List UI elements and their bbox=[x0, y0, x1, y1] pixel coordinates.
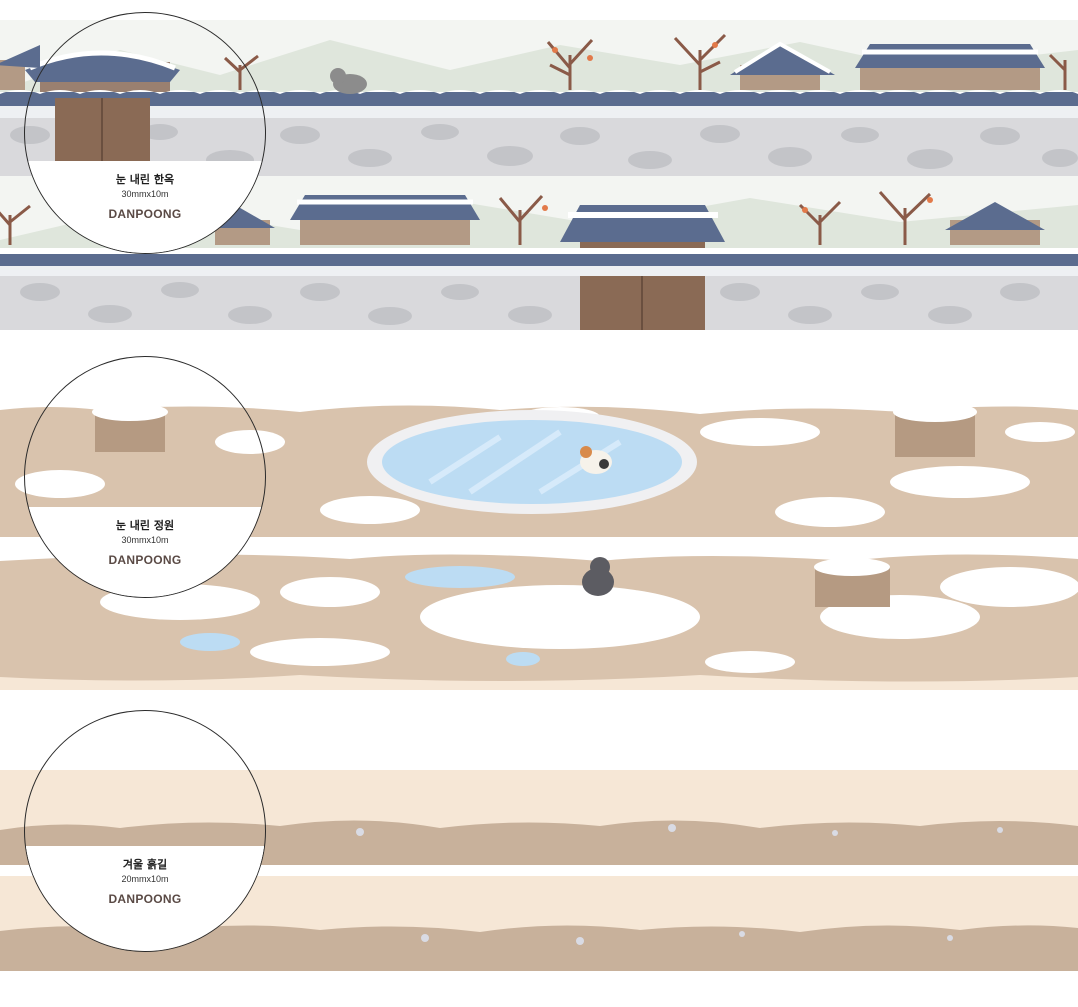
tape-size: 30mmx10m bbox=[121, 535, 169, 545]
hanok-strip-bottom bbox=[0, 180, 1078, 330]
brand-logo: DANPOONG bbox=[108, 892, 182, 906]
brand-logo: DANPOONG bbox=[108, 207, 182, 221]
tape-name: 눈 내린 한옥 bbox=[115, 173, 175, 186]
tape-name: 눈 내린 정원 bbox=[115, 519, 175, 532]
tape-label-panel: 눈 내린 정원 30mmx10m DANPOONG bbox=[25, 507, 265, 597]
tape-size: 20mmx10m bbox=[121, 874, 169, 884]
tape-size: 30mmx10m bbox=[121, 189, 169, 199]
tape-label-dirt-path: 겨울 흙길 20mmx10m DANPOONG bbox=[24, 710, 266, 952]
tape-name: 겨울 흙길 bbox=[122, 858, 168, 871]
brand-logo: DANPOONG bbox=[108, 553, 182, 567]
tape-label-panel-bottom: 겨울 흙길 20mmx10m DANPOONG bbox=[25, 846, 265, 951]
tape-label-garden: 눈 내린 정원 30mmx10m DANPOONG bbox=[24, 356, 266, 598]
tape-label-hanok: 눈 내린 한옥 30mmx10m DANPOONG bbox=[24, 12, 266, 254]
hanok-strip-top bbox=[0, 20, 1078, 180]
garden-strip-bottom bbox=[0, 537, 1078, 690]
tape-label-panel: 눈 내린 한옥 30mmx10m DANPOONG bbox=[25, 161, 265, 253]
